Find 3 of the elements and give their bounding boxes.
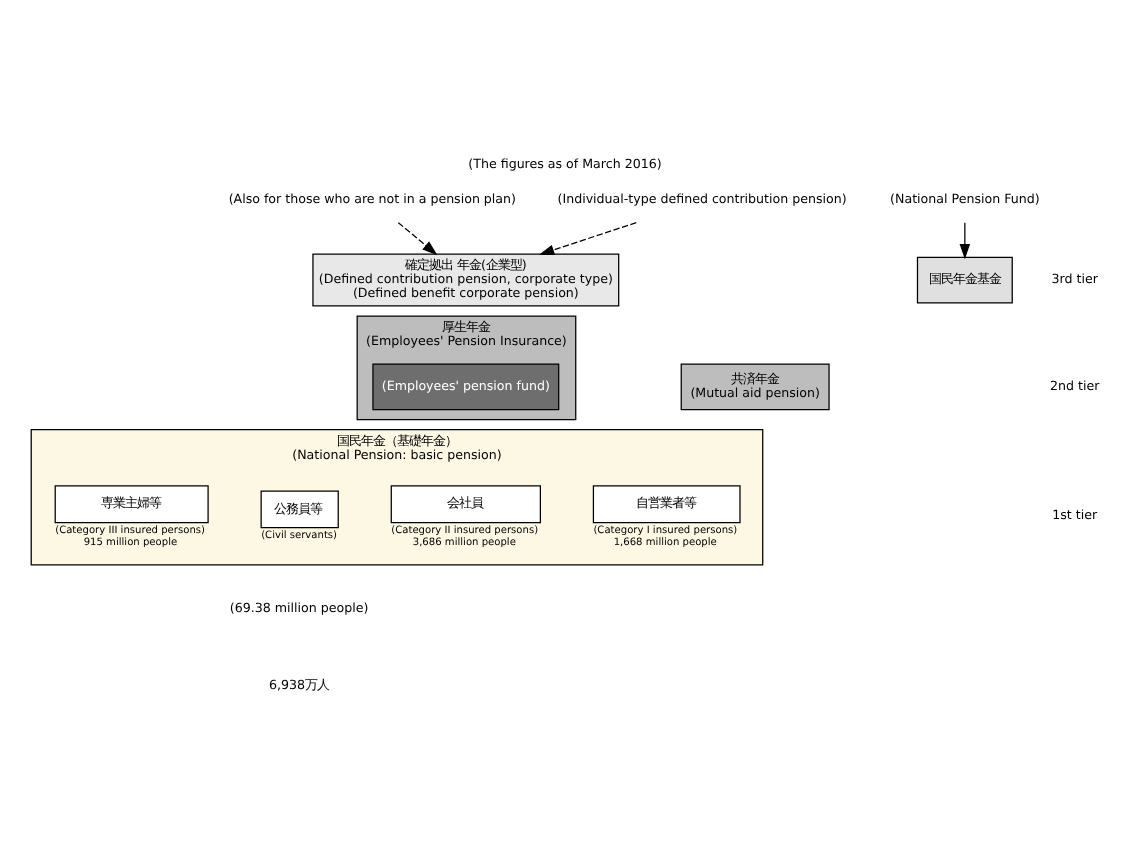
arrow xyxy=(539,221,637,254)
arrow xyxy=(959,221,971,259)
arrow xyxy=(397,221,438,255)
